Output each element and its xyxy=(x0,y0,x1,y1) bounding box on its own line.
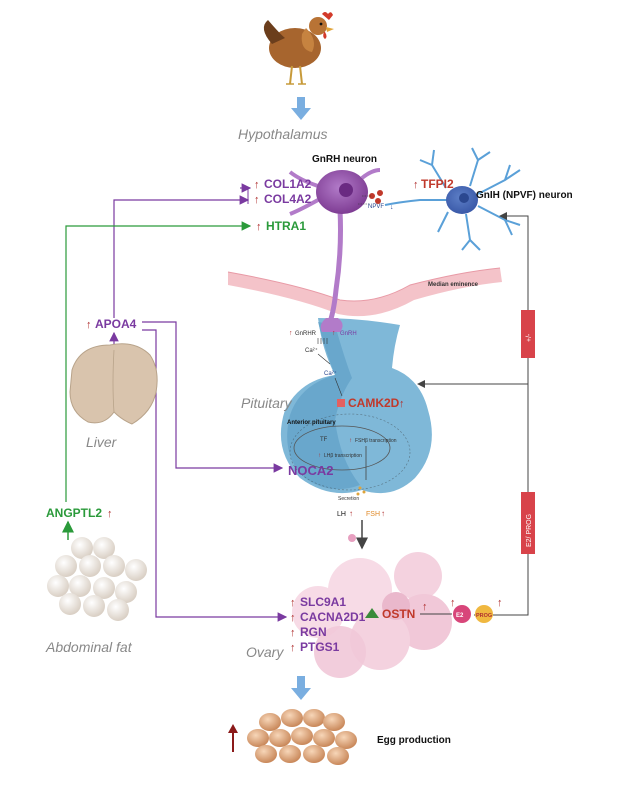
gnrh-neuron-label: GnRH neuron xyxy=(312,154,377,165)
apoa4-to-noca2-line xyxy=(142,321,284,473)
apoa4-up-arrow: ↑ xyxy=(86,319,92,331)
col4a2-up-arrow: ↑ xyxy=(254,194,260,206)
cacna2d1-up-arrow: ↑ xyxy=(290,612,296,624)
slc9a1-up-arrow: ↑ xyxy=(290,597,296,609)
gnrhr-label: GnRHR xyxy=(295,331,317,337)
tfpi2-label: TFPI2 xyxy=(421,177,454,191)
gnih-neuron xyxy=(384,147,521,251)
lh-up-arrow: ↑ xyxy=(349,509,353,518)
apoa4-to-col-line xyxy=(113,195,250,318)
pituitary-gland xyxy=(280,318,432,494)
angptl2-label: ANGPTL2 xyxy=(46,506,102,520)
e2-prog-bar xyxy=(521,492,535,554)
lhb-up-arrow: ↑ xyxy=(318,453,321,459)
rgn-label: RGN xyxy=(300,625,327,639)
rgn-up-arrow: ↑ xyxy=(290,627,296,639)
gnrh-neuron xyxy=(288,168,381,332)
pituitary-label: Pituitary xyxy=(241,395,293,411)
ovary-label: Ovary xyxy=(246,644,284,660)
noca2-label: NOCA2 xyxy=(288,463,334,478)
ostn-label: OSTN xyxy=(382,607,415,621)
fsh-up-arrow: ↑ xyxy=(381,509,385,518)
htra1-label: HTRA1 xyxy=(266,219,306,233)
camk2d-up-arrow: ↑ xyxy=(399,398,405,410)
hormone-dot xyxy=(348,534,356,542)
liver-illustration xyxy=(69,343,158,425)
chicken-illustration xyxy=(263,12,334,85)
camk2d-label: CAMK2D xyxy=(348,396,400,410)
abdominal-fat-illustration xyxy=(47,537,147,621)
apoa4-to-ovary-line xyxy=(142,329,288,622)
col4a2-label: COL4A2 xyxy=(264,192,312,206)
gnih-neuron-label: GnIH (NPVF) neuron xyxy=(476,190,573,201)
ca-label-2: Ca²⁺ xyxy=(324,370,337,377)
gnrh-label: GnRH xyxy=(340,331,357,337)
camk2d-marker xyxy=(337,399,345,407)
e2-label: E2 xyxy=(456,613,464,619)
col1a2-up-arrow: ↑ xyxy=(254,179,260,191)
lhb-transcription-label: LHβ transcription xyxy=(324,453,362,459)
down-arrow-bottom xyxy=(291,676,311,700)
slc9a1-label: SLC9A1 xyxy=(300,595,346,609)
plus-minus-label: +/- xyxy=(526,333,533,342)
gnrh-up-arrow: ↑ xyxy=(332,330,336,337)
down-arrow-top xyxy=(291,97,311,120)
egg-production-up-arrow xyxy=(228,724,238,752)
apoa4-label: APOA4 xyxy=(95,317,137,331)
ovary-illustration xyxy=(292,552,452,678)
e2-prog-bar-label: E2/ PROG xyxy=(526,514,533,547)
npvf-down-arrow: ↓ xyxy=(390,204,394,211)
fsh-label: FSH xyxy=(366,511,380,518)
plus-minus-bar xyxy=(521,310,535,358)
col1a2-label: COL1A2 xyxy=(264,177,312,191)
ptgs1-label: PTGS1 xyxy=(300,640,340,654)
tf-label: TF xyxy=(320,437,328,443)
secretion-label: Secretion xyxy=(338,496,359,502)
e2-up-arrow: ↑ xyxy=(450,597,456,609)
lh-label: LH xyxy=(337,511,346,518)
secretion-dots xyxy=(356,486,366,496)
ca-label-1: Ca²⁺ xyxy=(305,347,318,354)
pit-gnrh-up-arrow: ↑ xyxy=(289,330,293,337)
median-eminence-label: Median eminence xyxy=(428,282,479,288)
ptgs1-up-arrow: ↑ xyxy=(290,642,296,654)
hypothalamus-label: Hypothalamus xyxy=(238,126,328,142)
liver-label: Liver xyxy=(86,434,118,450)
prog-up-arrow: ↑ xyxy=(497,597,503,609)
synapse-detail xyxy=(358,190,383,205)
egg-production-label: Egg production xyxy=(377,735,451,746)
ostn-up-arrow: ↑ xyxy=(422,601,428,613)
receptor-marks xyxy=(317,338,328,344)
htra1-up-arrow: ↑ xyxy=(256,221,262,233)
fshb-transcription-label: FSHβ transcription xyxy=(355,438,397,444)
prog-circle xyxy=(475,605,493,623)
fshb-up-arrow: ↑ xyxy=(349,438,352,444)
abdominal-fat-label: Abdominal fat xyxy=(45,639,133,655)
angptl2-to-htra1-line xyxy=(65,221,252,502)
cacna2d1-label: CACNA2D1 xyxy=(300,610,366,624)
angptl2-up-arrow: ↑ xyxy=(107,508,113,520)
feedback-line xyxy=(474,212,529,616)
prog-label: PROG xyxy=(476,613,492,619)
e2-circle xyxy=(453,605,471,623)
median-eminence-band xyxy=(228,268,502,317)
ostn-triangle-icon xyxy=(365,608,379,618)
tfpi2-up-arrow: ↑ xyxy=(413,179,419,191)
anterior-pituitary-label: Anterior pituitary xyxy=(287,420,336,426)
eggs-illustration xyxy=(247,709,357,765)
npvf-label: NPVF xyxy=(368,204,384,210)
